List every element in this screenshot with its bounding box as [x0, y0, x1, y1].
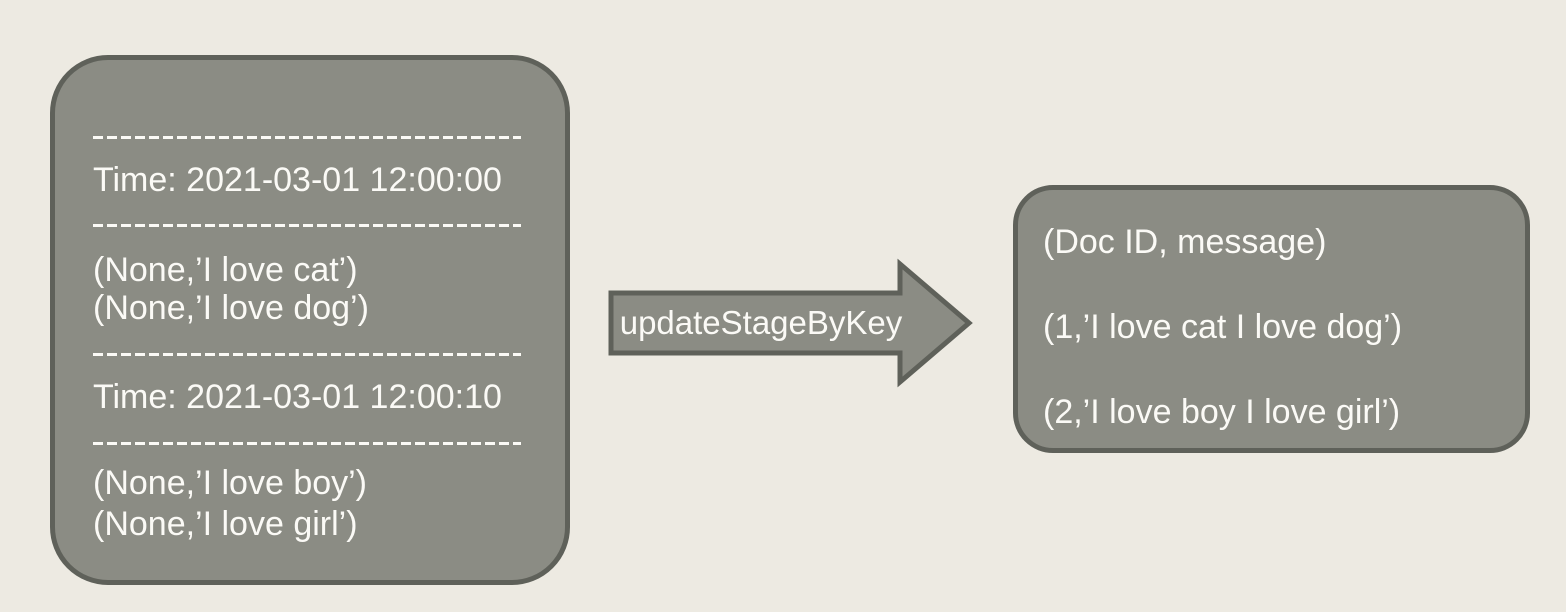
- batch-time-label: Time: 2021-03-01 12:00:00: [93, 161, 502, 199]
- batch-record: (None,’I love cat’): [93, 251, 358, 289]
- arrow-label: updateStageByKey: [619, 304, 903, 341]
- batch-record: (None,’I love dog’): [93, 289, 369, 327]
- output-header: (Doc ID, message): [1043, 223, 1327, 261]
- output-record: (2,’I love boy I love girl’): [1043, 393, 1401, 431]
- dashed-separator: [93, 353, 521, 356]
- dashed-separator: [93, 442, 521, 445]
- right-arrow-icon: [608, 258, 973, 388]
- batch-record: (None,’I love girl’): [93, 505, 358, 543]
- input-batches-box: Time: 2021-03-01 12:00:00 (None,’I love …: [50, 55, 570, 585]
- dashed-separator: [93, 224, 521, 227]
- batch-record: (None,’I love boy’): [93, 464, 368, 502]
- dashed-separator: [93, 136, 521, 139]
- batch-time-label: Time: 2021-03-01 12:00:10: [93, 378, 502, 416]
- output-state-box: (Doc ID, message) (1,’I love cat I love …: [1013, 185, 1530, 453]
- output-record: (1,’I love cat I love dog’): [1043, 308, 1403, 346]
